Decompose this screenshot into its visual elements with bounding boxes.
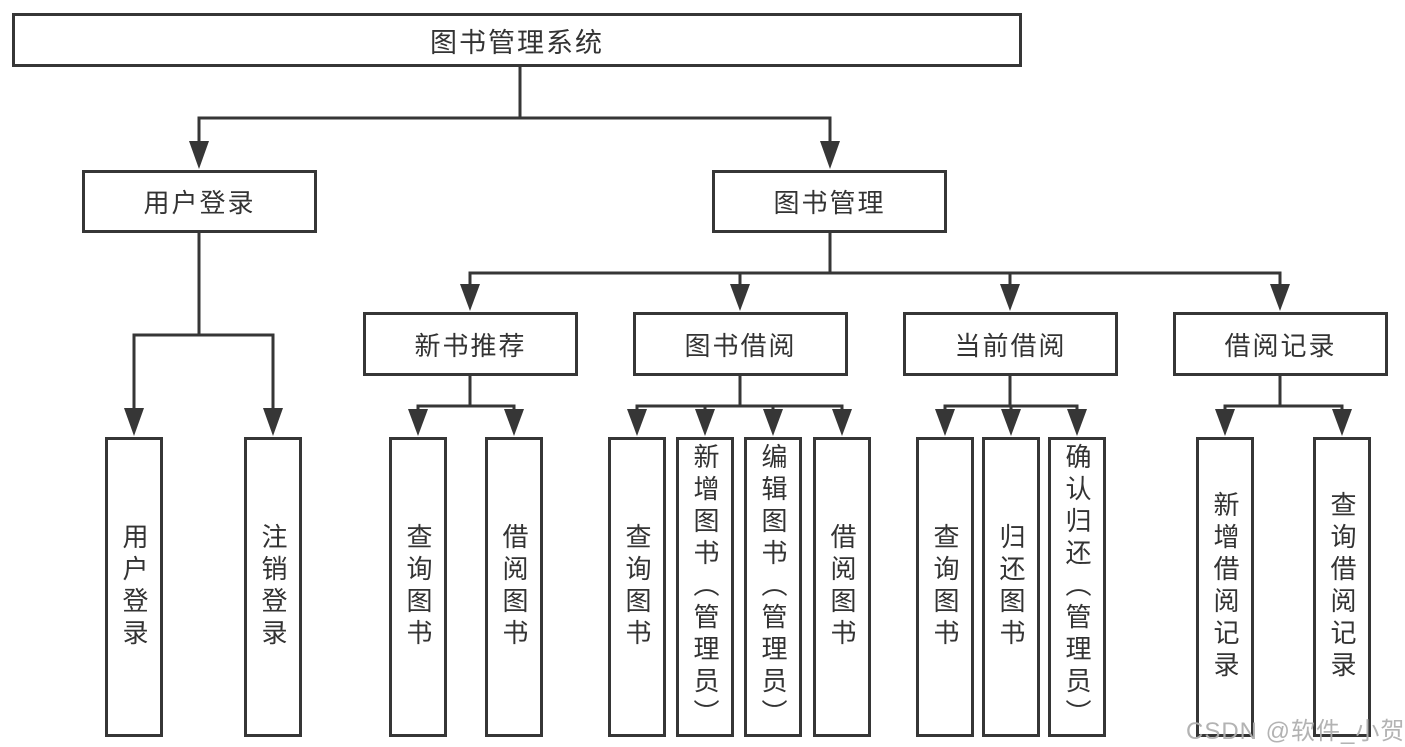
leaf-borrow-book-newbook: 借阅图书 [485, 437, 543, 737]
node-borrow-record-label: 借阅记录 [1224, 330, 1337, 361]
branch-user-login: 用户登录 [82, 170, 317, 233]
branch-book-management: 图书管理 [712, 170, 947, 233]
leaf-logout: 注销登录 [244, 437, 302, 737]
leaf-user-login: 用户登录 [105, 437, 163, 737]
leaf-return-book-label: 归还图书 [996, 523, 1026, 651]
csdn-watermark: CSDN @软件_小贺同学 [1186, 718, 1405, 745]
leaf-query-book-current-label: 查询图书 [930, 523, 960, 651]
branch-book-management-label: 图书管理 [773, 188, 886, 218]
leaf-logout-label: 注销登录 [258, 523, 288, 651]
leaf-query-book-newbook-label: 查询图书 [403, 523, 433, 651]
node-book-borrow: 图书借阅 [633, 312, 848, 376]
leaf-borrow-book-borrow-label: 借阅图书 [827, 523, 857, 651]
leaf-add-book-admin-label: 新增图书（管理员） [690, 443, 720, 731]
node-root-label: 图书管理系统 [430, 27, 604, 58]
leaf-edit-book-admin: 编辑图书（管理员） [744, 437, 802, 737]
node-root: 图书管理系统 [12, 13, 1022, 67]
leaf-confirm-return-admin-label: 确认归还（管理员） [1062, 443, 1092, 731]
leaf-user-login-label: 用户登录 [119, 523, 149, 651]
leaf-query-book-newbook: 查询图书 [389, 437, 447, 737]
arrowheads [124, 141, 1352, 436]
leaf-confirm-return-admin: 确认归还（管理员） [1048, 437, 1106, 737]
node-current-borrow: 当前借阅 [903, 312, 1118, 376]
leaf-add-borrow-record: 新增借阅记录 [1196, 437, 1254, 737]
leaf-return-book: 归还图书 [982, 437, 1040, 737]
node-new-book-recommend: 新书推荐 [363, 312, 578, 376]
leaf-query-book-borrow-label: 查询图书 [622, 523, 652, 651]
leaf-add-book-admin: 新增图书（管理员） [676, 437, 734, 737]
node-new-book-recommend-label: 新书推荐 [414, 330, 527, 361]
leaf-query-borrow-record: 查询借阅记录 [1313, 437, 1371, 737]
leaf-query-book-current: 查询图书 [916, 437, 974, 737]
leaf-add-borrow-record-label: 新增借阅记录 [1210, 491, 1240, 683]
leaf-query-borrow-record-label: 查询借阅记录 [1327, 491, 1357, 683]
node-book-borrow-label: 图书借阅 [684, 330, 797, 361]
branch-user-login-label: 用户登录 [143, 188, 256, 218]
node-current-borrow-label: 当前借阅 [954, 330, 1067, 361]
leaf-query-book-borrow: 查询图书 [608, 437, 666, 737]
node-borrow-record: 借阅记录 [1173, 312, 1388, 376]
leaf-borrow-book-borrow: 借阅图书 [813, 437, 871, 737]
leaf-edit-book-admin-label: 编辑图书（管理员） [758, 443, 788, 731]
leaf-borrow-book-newbook-label: 借阅图书 [499, 523, 529, 651]
